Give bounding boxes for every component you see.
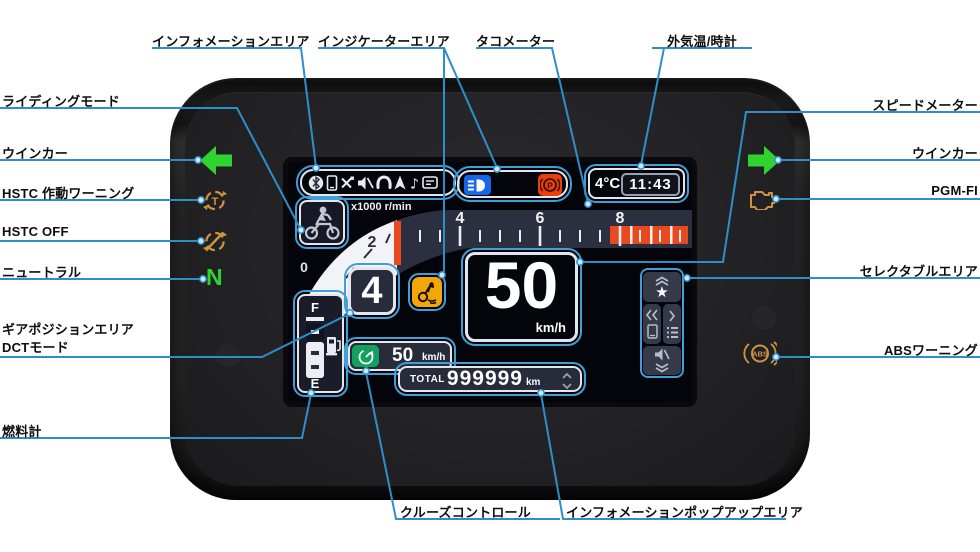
smartphone-icon xyxy=(326,174,338,191)
label-selectable-area: セレクタブルエリア xyxy=(859,264,978,279)
indicator-area: P xyxy=(453,166,572,202)
bezel-dot-right xyxy=(752,306,776,330)
star-icon: ★ xyxy=(655,282,669,301)
message-muted-icon xyxy=(341,176,354,188)
svg-text:2: 2 xyxy=(368,234,377,251)
svg-text:T: T xyxy=(212,196,219,208)
label-dct-mode: DCTモード xyxy=(2,340,69,355)
speed-unit: km/h xyxy=(535,320,566,335)
cruise-gauge-icon xyxy=(358,349,373,365)
music-note-icon: ♪ xyxy=(410,176,419,192)
selectable-mute-button xyxy=(643,346,681,375)
speed-value: 50 xyxy=(484,248,559,322)
information-area: ♪ xyxy=(296,165,460,200)
selectable-area: ★ xyxy=(640,268,684,378)
speaker-muted-icon xyxy=(655,348,670,361)
cruise-speed-value: 50 xyxy=(392,345,414,366)
svg-text:6: 6 xyxy=(536,210,545,227)
clock-value: 11:43 xyxy=(621,173,680,196)
label-speedometer: スピードメーター xyxy=(872,98,978,113)
label-pgm-fi: PGM-FI xyxy=(931,183,978,198)
turn-signal-right-icon xyxy=(748,146,780,175)
bezel-dot-left xyxy=(216,343,240,367)
speaker-muted-icon xyxy=(358,176,374,189)
fuel-full-label: F xyxy=(311,300,319,315)
label-abs-warning: ABSワーニング xyxy=(883,343,978,358)
chevron-double-down-icon xyxy=(655,363,669,373)
label-gear-position-area: ギアポジションエリア xyxy=(2,322,135,337)
label-riding-mode: ライディングモード xyxy=(2,94,120,109)
svg-text:ABS: ABS xyxy=(752,350,768,359)
fuel-segment-empty xyxy=(306,324,324,340)
popup-scroll-chevrons xyxy=(562,372,572,390)
selectable-favorite-button: ★ xyxy=(643,272,681,302)
hstc-intervention-icon xyxy=(408,273,446,311)
label-fuel-meter: 燃料計 xyxy=(2,424,42,439)
parking-brake-icon: P xyxy=(538,174,562,196)
odo-label: TOTAL xyxy=(410,373,445,385)
selectable-prev-button xyxy=(643,304,661,344)
label-hstc-off: HSTC OFF xyxy=(2,224,69,239)
label-indicator-area: インジケーターエリア xyxy=(318,34,451,49)
hstc-off-icon xyxy=(203,231,227,252)
cruise-speed-unit: km/h xyxy=(422,352,446,363)
label-information-area: インフォメーションエリア xyxy=(152,34,310,49)
pgm-fi-engine-icon xyxy=(750,191,775,210)
odo-unit: km xyxy=(525,376,541,388)
riding-mode-motorcycle-icon xyxy=(304,206,340,240)
label-cruise-control: クルーズコントロール xyxy=(400,505,531,520)
tach-needle xyxy=(394,221,401,265)
neutral-indicator: N xyxy=(206,264,223,290)
label-neutral: ニュートラル xyxy=(2,265,82,280)
info-popup-area-box: TOTAL 999999 km xyxy=(394,362,586,396)
gear-value: 4 xyxy=(361,269,383,312)
rpm-unit-label: x1000 r/min xyxy=(351,201,412,213)
list-icon xyxy=(666,326,678,338)
label-hstc-warning: HSTC 作動ワーニング xyxy=(2,186,135,201)
phone-icon xyxy=(376,174,392,189)
low-beam-headlight-icon xyxy=(464,175,491,195)
svg-text:P: P xyxy=(547,180,553,190)
abs-warning-icon: ABS xyxy=(743,341,777,366)
fuel-gauge-box: F E xyxy=(293,290,348,397)
bluetooth-icon xyxy=(308,175,324,190)
chevron-right-icon xyxy=(669,309,676,322)
gear-position-box: 4 xyxy=(344,263,400,319)
outside-temp-value: 4°C xyxy=(595,175,621,192)
svg-text:0: 0 xyxy=(300,259,308,275)
speedometer-box: 50 km/h xyxy=(461,248,582,346)
svg-text:8: 8 xyxy=(616,210,625,227)
chevron-double-left-icon xyxy=(645,309,658,321)
navigation-arrow-icon xyxy=(394,175,406,189)
turn-signal-left-icon xyxy=(200,146,232,175)
tach-redline xyxy=(610,226,688,244)
tft-display: ♪ x1000 r/min xyxy=(288,162,692,402)
cruise-icon-chip xyxy=(352,345,379,367)
temp-clock-box: 4°C 11:43 xyxy=(584,164,689,203)
device-icon xyxy=(646,324,658,339)
fuel-pump-icon xyxy=(326,337,341,356)
hstc-warning-icon: T xyxy=(203,190,227,211)
label-temp-clock: 外気温/時計 xyxy=(667,34,737,49)
label-info-popup-area: インフォメーションポップアップエリア xyxy=(566,505,803,520)
fuel-full-bar xyxy=(306,317,324,321)
label-winker-left: ウインカー xyxy=(2,146,69,161)
label-winker-right: ウインカー xyxy=(911,146,978,161)
chevron-double-up-icon xyxy=(655,276,669,286)
fuel-empty-label: E xyxy=(310,376,320,391)
chat-icon xyxy=(422,175,438,189)
label-tachometer: タコメーター xyxy=(476,34,556,49)
svg-text:4: 4 xyxy=(456,210,465,227)
fuel-segment-filled xyxy=(306,342,324,378)
riding-mode-box xyxy=(295,196,349,249)
odo-value: 999999 xyxy=(446,367,523,390)
selectable-next-button xyxy=(663,304,681,344)
